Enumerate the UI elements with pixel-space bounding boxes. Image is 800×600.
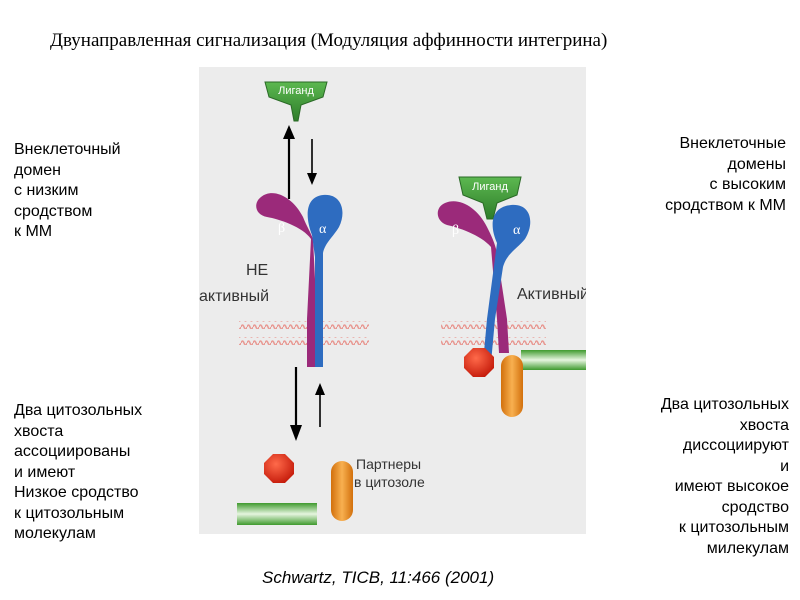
left-bottom-text: Два цитозольных хвоста ассоциированы и и… xyxy=(14,402,143,542)
beta-label-left: β xyxy=(278,221,285,236)
alpha-subunit-left: α xyxy=(307,194,343,367)
inactive-label: НЕ активный xyxy=(199,262,269,305)
cytosol-partners: Партнеры в цитозоле xyxy=(237,454,425,525)
arrows-top-left xyxy=(283,125,317,199)
ligand-left: Лиганд xyxy=(264,81,328,122)
membrane-left xyxy=(239,321,369,345)
svg-text:активный: активный xyxy=(199,288,269,305)
page-title: Двунаправленная сигнализация (Модуляция … xyxy=(50,30,608,51)
ligand-label-left: Лиганд xyxy=(278,85,314,97)
alpha-label-right: α xyxy=(513,223,521,238)
right-top-text: Внеклеточные домены с высоким сродством … xyxy=(665,135,786,214)
integrin-figure: Лиганд β α НЕ активный Партнеры в цитозо… xyxy=(199,67,586,534)
svg-text:НЕ: НЕ xyxy=(246,262,268,279)
citation: Schwartz, TICB, 11:466 (2001) xyxy=(262,568,495,587)
beta-label-right: β xyxy=(452,223,459,238)
beta-subunit-right: β xyxy=(437,201,509,353)
arrows-bottom-left xyxy=(290,367,325,441)
alpha-subunit-right: α xyxy=(483,204,531,363)
active-label: Активный xyxy=(517,286,586,303)
ligand-right: Лиганд xyxy=(458,176,522,220)
alpha-label-left: α xyxy=(319,222,327,237)
svg-text:в цитозоле: в цитозоле xyxy=(354,474,425,490)
left-top-text: Внеклеточный домен с низким сродством к … xyxy=(14,141,121,240)
ligand-label-right: Лиганд xyxy=(472,181,508,193)
right-bottom-text: Два цитозольных хвоста диссоциируют и им… xyxy=(660,396,789,557)
bound-partners xyxy=(464,348,586,417)
partners-label: Партнеры xyxy=(356,456,421,472)
beta-subunit-left: β xyxy=(256,193,317,367)
